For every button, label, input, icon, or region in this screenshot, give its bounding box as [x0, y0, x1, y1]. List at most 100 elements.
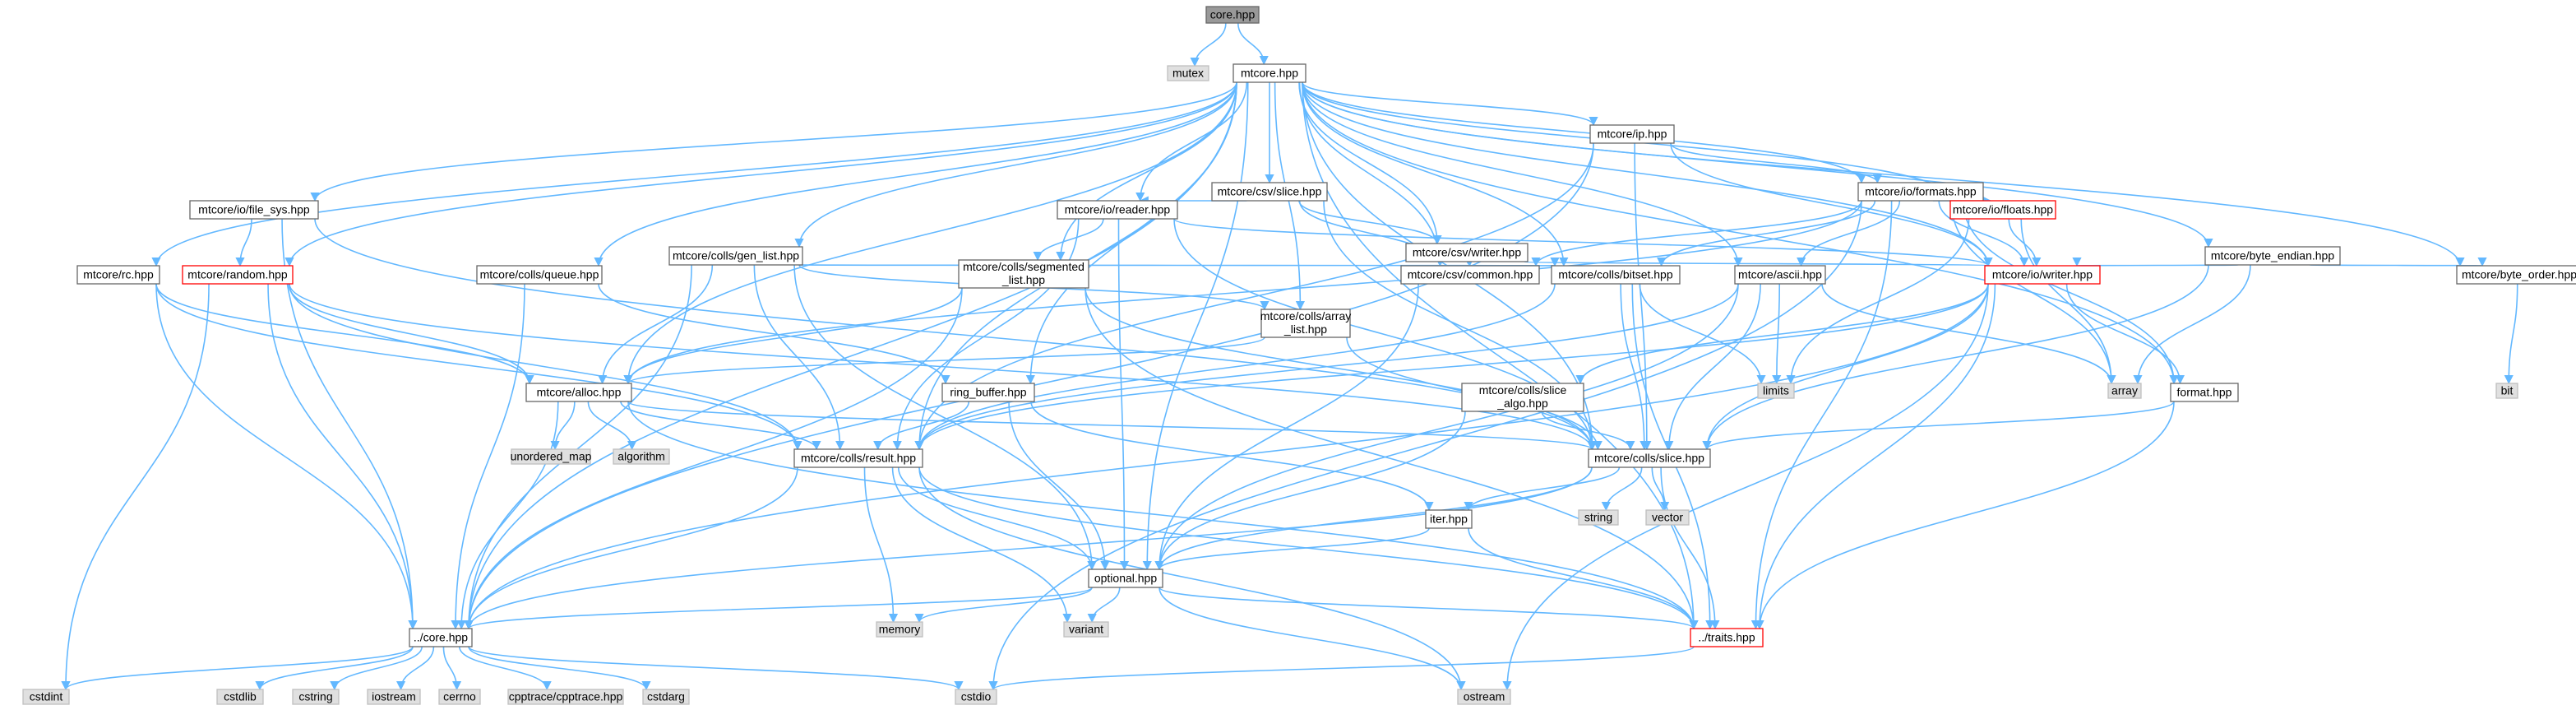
- node-label: mtcore/colls/queue.hpp: [480, 268, 599, 281]
- node-mtcore-colls-queue-hpp[interactable]: mtcore/colls/queue.hpp: [476, 265, 603, 285]
- node-box: [876, 621, 923, 638]
- edge-queue-to-ring-buffer: [598, 283, 950, 385]
- edge-bitset-to-colls-slice: [1620, 283, 1649, 451]
- edge-rc-to-alloc: [155, 283, 534, 385]
- edge-rc-to-result: [155, 283, 802, 451]
- node-box: [1233, 63, 1306, 83]
- edge-slice-algo-to-optional: [1154, 411, 1466, 571]
- edge-byte-endian-to-colls-slice: [1702, 264, 2209, 451]
- edge-mtcore-hpp-to-formats: [1302, 81, 1866, 184]
- node-mtcore-ip-hpp[interactable]: mtcore/ip.hpp: [1589, 124, 1675, 144]
- node-mtcore-csv-writer-hpp[interactable]: mtcore/csv/writer.hpp: [1405, 243, 1528, 262]
- node-box: [958, 259, 1089, 289]
- edge-alloc-to-dcore: [456, 401, 559, 630]
- node-box: [1063, 621, 1109, 638]
- edge-formats-to-cstdio: [988, 200, 1862, 691]
- node-variant: variant: [1063, 621, 1109, 638]
- edge-mtcore-hpp-to-bitset: [1302, 81, 1569, 267]
- node-box: [2495, 383, 2518, 399]
- node-box: [367, 689, 421, 705]
- edge-writer-to-result: [914, 283, 1989, 451]
- edge-mtcore-hpp-to-queue: [594, 81, 1237, 267]
- edge-iter-to-optional: [1154, 527, 1430, 571]
- node-box: [1984, 265, 2101, 285]
- node-mtcore-ascii-hpp[interactable]: mtcore/ascii.hpp: [1734, 265, 1826, 285]
- node-label: format.hpp: [2177, 386, 2232, 399]
- edge-dcore-to-cerrno: [442, 646, 462, 691]
- edge-random-to-cstdint: [61, 283, 210, 691]
- node-label: mtcore/csv/slice.hpp: [1218, 185, 1322, 198]
- node-box: [2456, 265, 2576, 285]
- node-mtcore-hpp[interactable]: mtcore.hpp: [1233, 63, 1306, 83]
- edge-floats-to-array: [2020, 218, 2116, 385]
- node-mtcore-io-formats-hpp[interactable]: mtcore/io/formats.hpp: [1857, 182, 1984, 202]
- node-mtcore-colls-gen-list-hpp[interactable]: mtcore/colls/gen_list.hpp: [668, 246, 803, 266]
- edge-writer-to-format: [2065, 283, 2185, 385]
- node-box: [1645, 509, 1690, 526]
- edge-alloc-to-colls-slice: [627, 401, 1597, 451]
- edge-alloc-to-traits: [627, 401, 1699, 630]
- node-unordered-map: unordered_map: [511, 448, 592, 465]
- node-box: [507, 689, 624, 705]
- node-mtcore-colls-segmented-list-hpp[interactable]: mtcore/colls/segmented_list.hpp: [958, 259, 1089, 289]
- node-mtcore-colls-result-hpp[interactable]: mtcore/colls/result.hpp: [793, 448, 923, 468]
- node-traits-hpp[interactable]: ../traits.hpp: [1690, 628, 1764, 647]
- node-label: mtcore/colls/slice.hpp: [1594, 452, 1704, 465]
- node-mtcore-io-reader-hpp[interactable]: mtcore/io/reader.hpp: [1057, 200, 1178, 220]
- node-label: unordered_map: [511, 450, 592, 463]
- edge-core-hpp-to-mtcore-hpp: [1237, 22, 1269, 66]
- node-label: mtcore/csv/common.hpp: [1408, 268, 1533, 281]
- edge-mtcore-hpp-to-reader: [1135, 81, 1248, 202]
- node-format-hpp[interactable]: format.hpp: [2170, 383, 2239, 402]
- node-box: [1211, 182, 1328, 202]
- edge-core-hpp-to-mutex: [1190, 22, 1227, 67]
- node-mtcore-rc-hpp[interactable]: mtcore/rc.hpp: [76, 265, 160, 285]
- node-mtcore-byte-endian-hpp[interactable]: mtcore/byte_endian.hpp: [2204, 246, 2341, 266]
- edge-reader-to-segmented: [1033, 218, 1104, 262]
- node-mtcore-csv-slice-hpp[interactable]: mtcore/csv/slice.hpp: [1211, 182, 1328, 202]
- node-box: [2204, 246, 2341, 266]
- node-optional-hpp[interactable]: optional.hpp: [1088, 568, 1163, 588]
- node-mtcore-colls-slice-algo-hpp[interactable]: mtcore/colls/slice_algo.hpp: [1461, 383, 1584, 412]
- node-limits: limits: [1757, 383, 1795, 399]
- node-box: [22, 689, 70, 705]
- edge-gen-list-to-optional: [793, 264, 1097, 571]
- edge-reader-to-writer: [1173, 218, 1993, 267]
- node-mtcore-colls-slice-hpp[interactable]: mtcore/colls/slice.hpp: [1588, 448, 1711, 468]
- edge-slice-algo-to-colls-slice: [1541, 411, 1635, 451]
- edge-colls-slice-to-string: [1601, 466, 1643, 512]
- edge-ip-hpp-to-writer: [1670, 142, 1993, 267]
- edge-random-to-colls-slice: [289, 283, 1597, 451]
- node-mtcore-alloc-hpp[interactable]: mtcore/alloc.hpp: [525, 383, 632, 402]
- node-label: iter.hpp: [1430, 513, 1468, 526]
- node-core-hpp[interactable]: ../core.hpp: [409, 628, 473, 647]
- node-mtcore-io-floats-hpp[interactable]: mtcore/io/floats.hpp: [1949, 200, 2056, 220]
- node-box: [642, 689, 690, 705]
- node-mtcore-colls-bitset-hpp[interactable]: mtcore/colls/bitset.hpp: [1551, 265, 1681, 285]
- node-box: [525, 383, 632, 402]
- node-mtcore-byte-order-hpp[interactable]: mtcore/byte_order.hpp: [2456, 265, 2576, 285]
- edge-alloc-to-algorithm: [587, 401, 637, 451]
- node-core-hpp[interactable]: core.hpp: [1205, 6, 1260, 24]
- node-mtcore-csv-common-hpp[interactable]: mtcore/csv/common.hpp: [1400, 265, 1540, 285]
- node-label: cstdarg: [647, 690, 685, 703]
- node-mtcore-io-file-sys-hpp[interactable]: mtcore/io/file_sys.hpp: [189, 200, 319, 220]
- edge-mtcore-hpp-to-alloc: [623, 81, 1237, 385]
- node-iter-hpp[interactable]: iter.hpp: [1425, 509, 1473, 529]
- node-vector: vector: [1645, 509, 1690, 526]
- node-mtcore-colls-array-list-hpp[interactable]: mtcore/colls/array_list.hpp: [1260, 309, 1351, 338]
- node-ring-buffer-hpp[interactable]: ring_buffer.hpp: [941, 383, 1035, 402]
- node-cpptrace-cpptrace-hpp: cpptrace/cpptrace.hpp: [507, 689, 624, 705]
- node-mtcore-io-writer-hpp[interactable]: mtcore/io/writer.hpp: [1984, 265, 2101, 285]
- node-box: [955, 689, 997, 705]
- node-label: cpptrace/cpptrace.hpp: [509, 690, 623, 703]
- node-label: variant: [1069, 623, 1103, 636]
- edge-dcore-to-cstdint: [61, 646, 414, 691]
- node-mtcore-random-hpp[interactable]: mtcore/random.hpp: [182, 265, 294, 285]
- node-label: core.hpp: [1210, 8, 1256, 21]
- node-label: mtcore/io/file_sys.hpp: [198, 203, 310, 216]
- edge-mtcore-hpp-to-writer: [1302, 81, 1993, 267]
- edge-result-to-memory: [863, 466, 899, 624]
- node-label: array: [2111, 384, 2138, 397]
- node-box: [1461, 383, 1584, 412]
